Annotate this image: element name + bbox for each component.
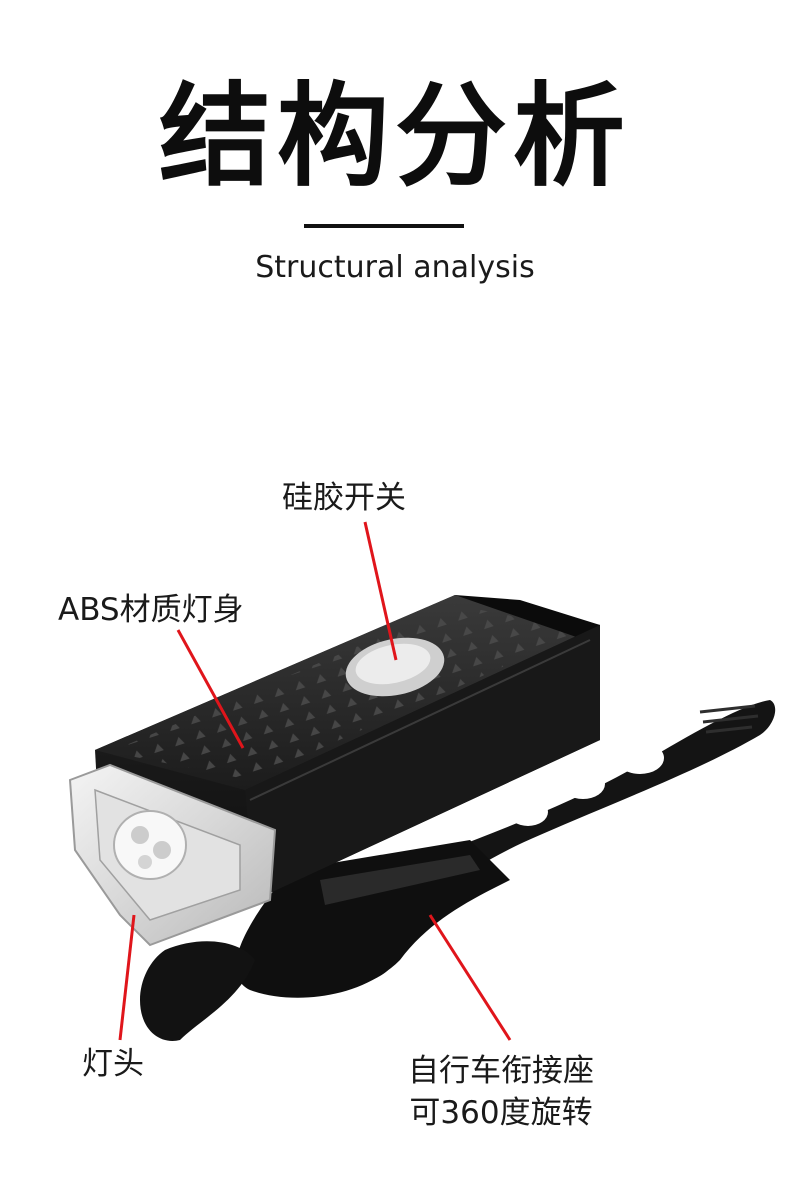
- callout-pointers: [118, 521, 512, 1041]
- strap-hole: [616, 742, 664, 774]
- title-divider: [304, 224, 464, 228]
- pointer-body: [176, 629, 245, 749]
- page-title: 结构分析: [159, 72, 631, 202]
- head-callout-label: 灯头: [82, 1046, 144, 1082]
- pointer-switch: [363, 521, 398, 661]
- lamp-head: [68, 763, 277, 947]
- silicone-switch: [345, 637, 445, 697]
- strap-hole: [561, 769, 605, 799]
- pointer-mount: [428, 914, 512, 1041]
- mount-callout-line2: 可360度旋转: [409, 1095, 593, 1131]
- bike-mount: [140, 840, 510, 1041]
- body-callout-label: ABS材质灯身: [58, 592, 244, 628]
- pointer-head: [118, 914, 136, 1041]
- page-subtitle: Structural analysis: [255, 250, 535, 285]
- switch-callout-label: 硅胶开关: [282, 480, 406, 516]
- mount-callout-label: 自行车衔接座 可360度旋转: [408, 1050, 594, 1134]
- mount-callout-line1: 自行车衔接座: [408, 1053, 594, 1089]
- strap-hole: [508, 798, 548, 826]
